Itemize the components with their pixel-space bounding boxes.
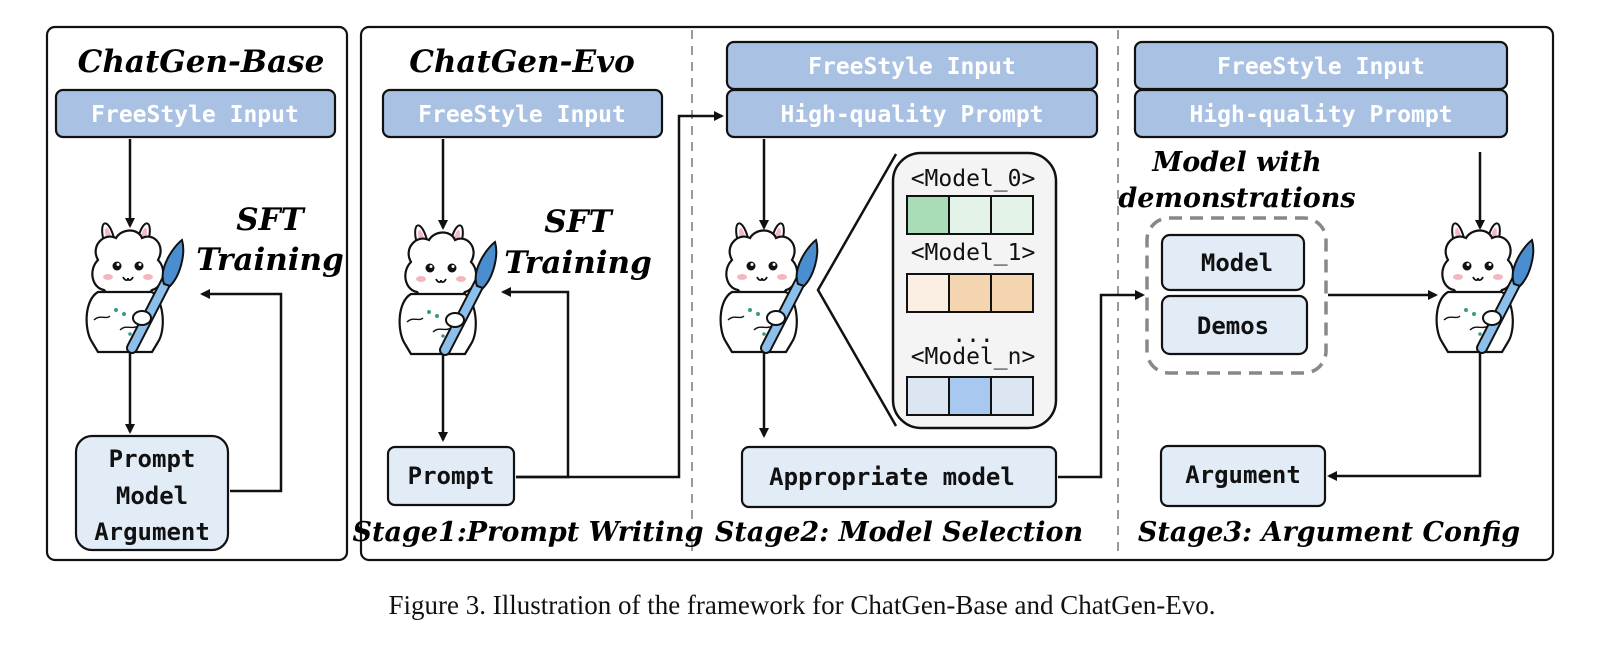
model-0-label: <Model_0> (911, 166, 1036, 192)
demo-demos-label: Demos (1197, 312, 1269, 340)
model-n-cells (906, 376, 1034, 416)
evo-output-prompt: Prompt (408, 462, 495, 490)
demo-title-line2: demonstrations (1118, 183, 1355, 214)
stage2-to-stage3-arrow (1058, 290, 1145, 479)
model-n-label: <Model_n> (911, 344, 1036, 370)
stage2-output-label: Appropriate model (769, 463, 1015, 491)
model-0-cells (906, 195, 1034, 235)
base-input-box (54, 88, 337, 139)
stage2-input2-label: High-quality Prompt (780, 102, 1043, 128)
figure-caption: Figure 3. Illustration of the framework … (388, 590, 1215, 620)
stage2-input2-box (725, 88, 1099, 139)
stage3-llama-icon (1437, 223, 1534, 352)
evo-input-label: FreeStyle Input (418, 102, 626, 128)
model-1-label: <Model_1> (911, 240, 1036, 266)
evo-output-box (386, 445, 516, 507)
base-output-model: Model (116, 482, 188, 510)
stage3-input2-box (1133, 88, 1509, 139)
base-output-prompt: Prompt (109, 445, 196, 473)
base-panel-frame (45, 25, 349, 562)
evo-panel-frame (359, 25, 1555, 562)
evo-training-label: Training (504, 245, 652, 281)
evo-input-box (381, 88, 664, 139)
model-1-cells (906, 273, 1034, 313)
stage3-output-label: Argument (1185, 461, 1301, 489)
demo-dashed-group (1145, 216, 1328, 375)
base-sft-label: SFT (236, 202, 305, 238)
stage3-input2-label: High-quality Prompt (1189, 102, 1452, 128)
stage1-to-stage2-arrow (516, 111, 724, 479)
stage3-label: Stage3: Argument Config (1138, 517, 1520, 548)
stage2-label: Stage2: Model Selection (715, 517, 1083, 548)
stage2-llama-icon (721, 223, 818, 352)
base-output-box (74, 434, 230, 552)
demo-model-box (1160, 233, 1306, 292)
base-feedback-arrow (200, 289, 283, 493)
stage2-output-box (740, 445, 1058, 509)
base-output-argument: Argument (94, 518, 210, 546)
model-ellipsis: ... (952, 322, 994, 348)
base-llama-icon (87, 223, 184, 352)
stage2-input1-label: FreeStyle Input (808, 54, 1016, 80)
evo-sft-label: SFT (544, 204, 613, 240)
demo-demos-box (1160, 294, 1309, 356)
base-training-label: Training (196, 242, 344, 278)
stage1-label: Stage1:Prompt Writing (353, 517, 704, 548)
stage3-input1-label: FreeStyle Input (1217, 54, 1425, 80)
demo-title-line1: Model with (1151, 147, 1321, 178)
stage3-output-box (1159, 444, 1327, 508)
demo-model-label: Model (1201, 249, 1273, 277)
evo-title: ChatGen-Evo (409, 44, 635, 80)
stage2-fan-lines (816, 153, 898, 427)
stage3-output-arrow (1327, 352, 1482, 481)
base-title: ChatGen-Base (78, 44, 325, 80)
base-input-label: FreeStyle Input (91, 102, 299, 128)
evo-llama-icon (400, 225, 497, 354)
